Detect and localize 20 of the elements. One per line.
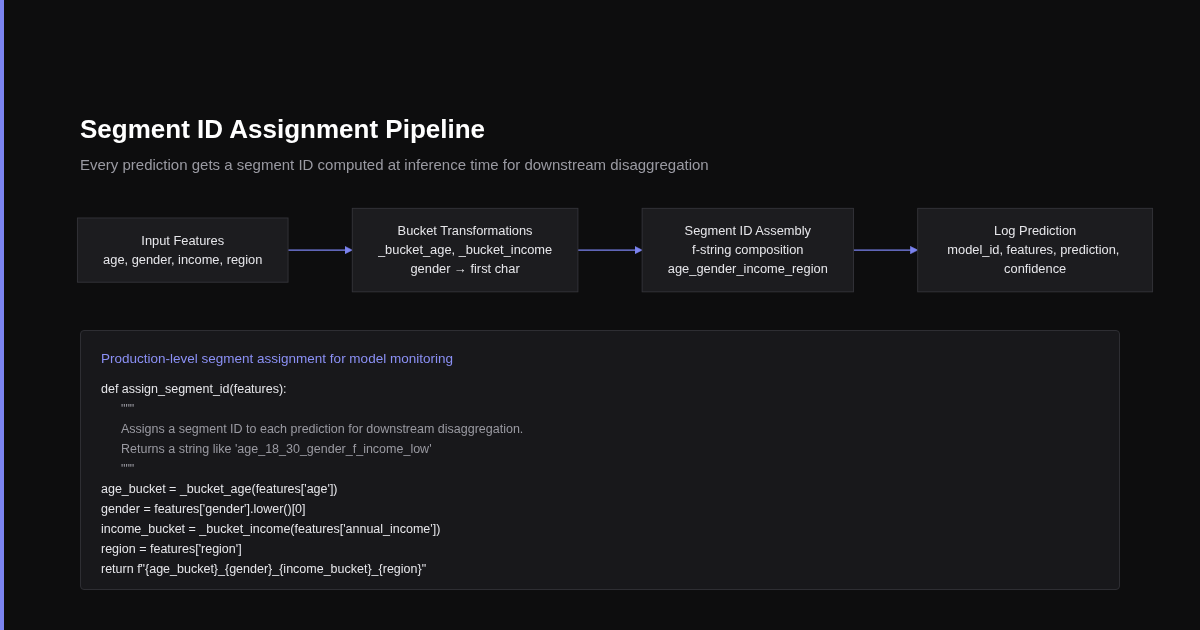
subtitle: Every prediction gets a segment ID computed at inference time for downstream disaggregation: [80, 156, 709, 173]
code-line: def assign_segment_id(features):: [101, 381, 287, 398]
code-line: income_bucket = _bucket_income(features['annual_income']): [101, 521, 441, 538]
node-box: Input Features age, gender, income, region: [76, 217, 289, 283]
arrow: [287, 245, 353, 255]
code-line: region = features['region']: [101, 541, 242, 558]
title: Segment ID Assignment Pipeline: [80, 114, 485, 145]
code-line: """: [121, 461, 135, 478]
code-line: """: [121, 401, 135, 418]
node-box: Bucket Transformations _bucket_age, _bucket_income gender → first char: [351, 207, 579, 293]
code-line: age_bucket = _bucket_age(features['age']): [101, 481, 338, 498]
code-line: gender = features['gender'].lower()[0]: [101, 501, 306, 518]
code-line: Returns a string like 'age_18_30_gender_f_income_low': [121, 441, 432, 458]
code-line: Assigns a segment ID to each prediction for downstream disaggregation.: [121, 421, 524, 438]
node-box: Log Prediction model_id, features, prediction, confidence: [917, 207, 1154, 293]
arrow: [852, 245, 919, 255]
arrow: [577, 245, 643, 255]
node-box: Segment ID Assembly f-string composition age_gender_income_region: [641, 207, 854, 293]
code-line: return f"{age_bucket}_{gender}_{income_bucket}_{region}": [101, 561, 427, 578]
panel-heading: Production-level segment assignment for model monitoring: [101, 350, 453, 368]
